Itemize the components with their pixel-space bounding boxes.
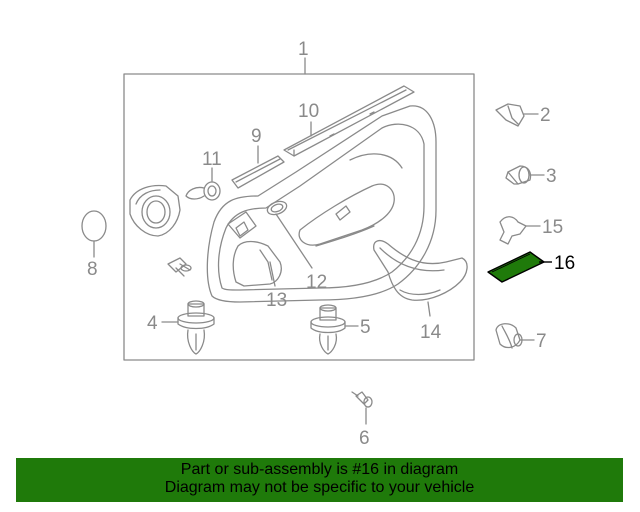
info-banner: Part or sub-assembly is #16 in diagram D…: [16, 458, 623, 502]
part-6-screw: [351, 391, 373, 408]
callout-9: 9: [251, 126, 262, 147]
callout-8: 8: [87, 259, 98, 280]
part-16-highlighted-strip: [487, 251, 552, 283]
callout-11: 11: [202, 149, 222, 170]
inner-clip: [167, 257, 192, 277]
leader-14: [427, 301, 431, 317]
callout-3: 3: [546, 166, 557, 187]
info-line-disclaimer: Diagram may not be specific to your vehi…: [164, 479, 475, 496]
callout-10: 10: [298, 101, 319, 122]
info-line-part: Part or sub-assembly is #16 in diagram: [180, 461, 459, 478]
callout-5: 5: [360, 317, 371, 338]
part-14-armrest: [373, 239, 468, 301]
callout-12: 12: [306, 272, 327, 293]
part-11-knob: [185, 181, 221, 201]
callout-1: 1: [298, 39, 309, 60]
part-8-pad: [81, 210, 107, 242]
part-10-upper-strip: [283, 85, 415, 157]
part-7-clip: [495, 323, 523, 349]
callout-14: 14: [420, 322, 442, 343]
part-3-bolt: [505, 165, 532, 185]
callout-6: 6: [359, 428, 370, 449]
leader-12: [275, 213, 313, 269]
callout-13: 13: [266, 290, 287, 311]
part-5-clip: [310, 304, 346, 355]
callout-16: 16: [554, 253, 575, 274]
door-trim-panel: [206, 105, 437, 303]
callout-15: 15: [542, 217, 563, 238]
leader-13: [269, 261, 276, 287]
parts-diagram: 1 2 3 4 5 6 7 8 9 10 11 12 13 14 15 16: [81, 39, 575, 449]
part-4-clip: [177, 300, 215, 355]
assembly-frame: [123, 73, 475, 361]
callout-4: 4: [147, 313, 158, 334]
part-15-bracket: [499, 216, 527, 245]
speaker-cover: [129, 184, 181, 237]
callout-7: 7: [536, 331, 547, 352]
part-2-retainer: [495, 103, 525, 127]
part-9-strip: [231, 155, 285, 189]
callout-2: 2: [540, 105, 551, 126]
